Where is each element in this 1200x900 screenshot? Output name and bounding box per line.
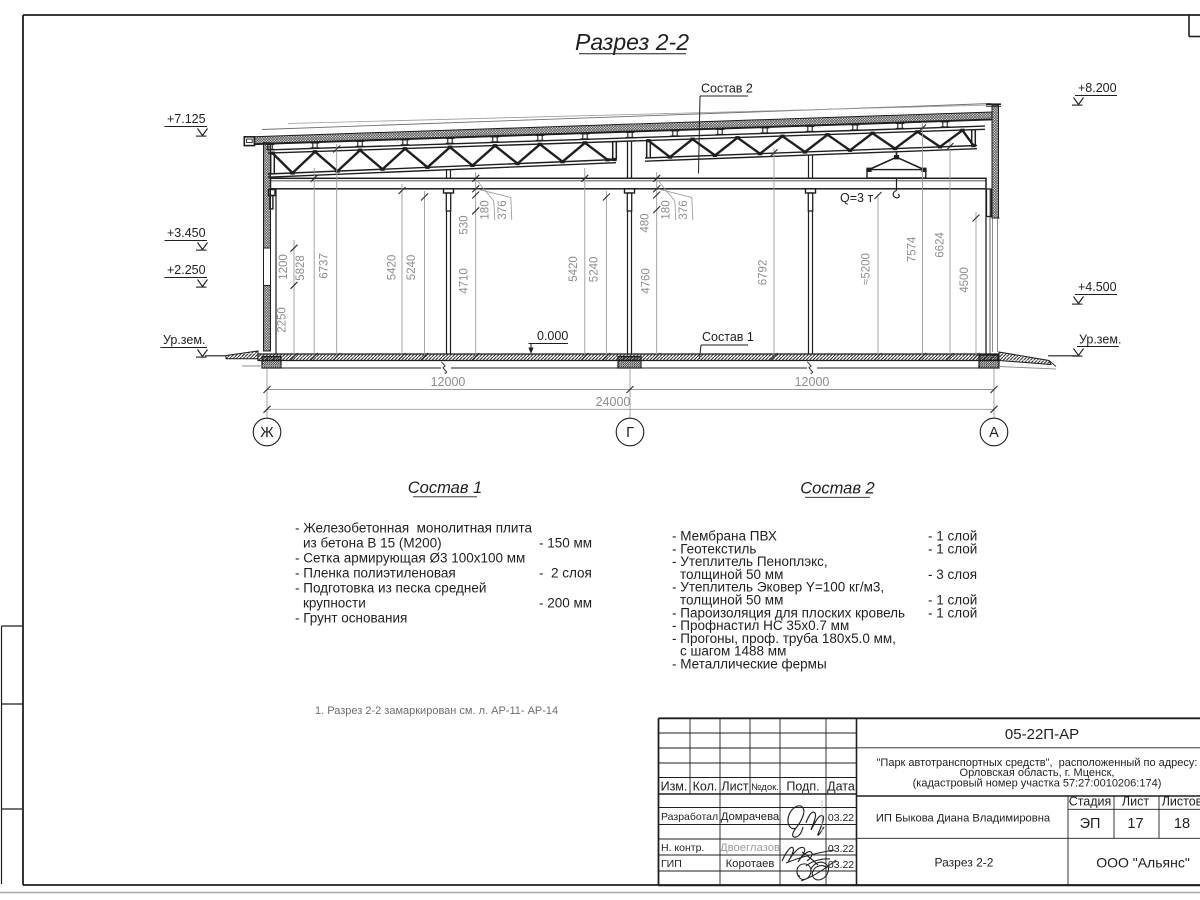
svg-text:- 3 слоя: - 3 слоя <box>928 567 977 582</box>
svg-text:5420: 5420 <box>568 256 580 282</box>
svg-text:- 150 мм: - 150 мм <box>539 536 592 551</box>
svg-text:376: 376 <box>678 200 690 219</box>
svg-text:крупности: крупности <box>303 596 366 611</box>
svg-text:толщиной 50 мм: толщиной 50 мм <box>680 567 783 582</box>
svg-text:- Утеплитель Пеноплэкс,: - Утеплитель Пеноплэкс, <box>672 554 828 569</box>
svg-text:ГИП: ГИП <box>661 858 682 870</box>
svg-text:Подп.: Подп. <box>786 780 819 794</box>
svg-text:530: 530 <box>459 215 471 234</box>
svg-text:24000: 24000 <box>596 395 631 409</box>
svg-text:- Прогоны, проф. труба 180х5.0: - Прогоны, проф. труба 180х5.0 мм, <box>672 631 896 646</box>
svg-text:- Железобетонная монолитная п: - Железобетонная монолитная плита <box>295 521 532 536</box>
svg-text:Дата: Дата <box>827 780 855 794</box>
svg-text:- 200 мм: - 200 мм <box>539 596 592 611</box>
svg-text:6624: 6624 <box>935 232 947 258</box>
svg-text:А: А <box>989 425 999 441</box>
svg-text:03.22: 03.22 <box>828 843 854 855</box>
svg-text:Орловская область, г. Мценск,: Орловская область, г. Мценск, <box>960 767 1115 779</box>
svg-text:из бетона В 15 (М200): из бетона В 15 (М200) <box>303 536 442 551</box>
svg-text:5828: 5828 <box>295 255 307 281</box>
svg-text:03.22: 03.22 <box>828 859 854 871</box>
svg-text:+2.250: +2.250 <box>167 263 206 277</box>
svg-text:ИП Быкова Диана Владимировна: ИП Быкова Диана Владимировна <box>876 813 1051 825</box>
svg-text:17: 17 <box>1127 816 1143 832</box>
svg-text:5420: 5420 <box>386 255 398 281</box>
svg-text:- Геотекстиль: - Геотекстиль <box>672 541 756 556</box>
svg-text:Состав 2: Состав 2 <box>800 480 874 498</box>
svg-text:Ж: Ж <box>260 425 274 441</box>
svg-text:4710: 4710 <box>459 268 471 294</box>
svg-text:(кадастровый номер участка 57:: (кадастровый номер участка 57:27:0010206… <box>913 778 1162 790</box>
svg-text:Ур.зем.: Ур.зем. <box>1079 333 1121 347</box>
svg-text:- Утеплитель Эковер Y=100 кг/м: - Утеплитель Эковер Y=100 кг/м3, <box>672 580 884 595</box>
svg-text:- Пленка полиэтиленовая: - Пленка полиэтиленовая <box>295 566 456 581</box>
svg-text:- 1 слой: - 1 слой <box>928 541 977 556</box>
svg-text:5240: 5240 <box>589 257 601 283</box>
svg-text:1200: 1200 <box>278 254 290 280</box>
svg-text:4500: 4500 <box>959 267 971 293</box>
svg-text:Разработал: Разработал <box>661 811 718 823</box>
svg-text:03.22: 03.22 <box>828 812 854 824</box>
svg-text:1. Разрез 2-2 замаркирован см.: 1. Разрез 2-2 замаркирован см. л. АР-11-… <box>315 705 558 717</box>
svg-text:376: 376 <box>497 200 509 219</box>
svg-text:18: 18 <box>1174 816 1190 832</box>
svg-text:Двоеглазов: Двоеглазов <box>720 842 780 854</box>
svg-text:- Грунт основания: - Грунт основания <box>295 611 407 626</box>
svg-text:Изм.: Изм. <box>661 780 688 794</box>
svg-text:480: 480 <box>640 213 652 232</box>
svg-text:Состав 1: Состав 1 <box>408 479 482 497</box>
svg-text:12000: 12000 <box>431 375 466 389</box>
svg-text:- Мембрана ПВХ: - Мембрана ПВХ <box>672 529 777 544</box>
svg-text:- 1 слой: - 1 слой <box>928 529 977 544</box>
svg-text:180: 180 <box>479 200 491 219</box>
svg-text:7574: 7574 <box>907 236 919 262</box>
svg-text:- 1 слой: - 1 слой <box>928 605 977 620</box>
svg-text:- Металлические фермы: - Металлические фермы <box>672 657 827 672</box>
svg-text:6737: 6737 <box>319 253 331 279</box>
svg-text:ЭП: ЭП <box>1080 816 1101 832</box>
svg-text:- 2 слоя: - 2 слоя <box>539 566 592 581</box>
svg-text:≈5200: ≈5200 <box>861 253 873 285</box>
svg-text:+3.450: +3.450 <box>167 226 206 240</box>
svg-text:толщиной 50 мм: толщиной 50 мм <box>680 593 783 608</box>
svg-text:4760: 4760 <box>641 268 653 294</box>
svg-text:5240: 5240 <box>406 255 418 281</box>
svg-text:Состав 1: Состав 1 <box>702 330 754 344</box>
svg-text:0.000: 0.000 <box>537 329 568 343</box>
svg-text:"Парк автотранспортных средств: "Парк автотранспортных средств", располо… <box>877 757 1198 769</box>
svg-text:Лист: Лист <box>1122 795 1149 809</box>
svg-text:Домрачева: Домрачева <box>721 811 780 823</box>
svg-text:Разрез 2-2: Разрез 2-2 <box>935 856 994 870</box>
svg-text:- 1 слой: - 1 слой <box>928 593 977 608</box>
svg-text:+8.200: +8.200 <box>1078 81 1117 95</box>
svg-text:Листов: Листов <box>1162 795 1200 809</box>
svg-text:Состав 2: Состав 2 <box>701 82 753 96</box>
svg-text:Кол.: Кол. <box>693 780 718 794</box>
svg-text:05-22П-АР: 05-22П-АР <box>1005 726 1079 743</box>
svg-text:Г: Г <box>626 425 634 441</box>
svg-text:Ур.зем.: Ур.зем. <box>163 333 205 347</box>
svg-text:№док.: №док. <box>751 782 779 793</box>
svg-text:2250: 2250 <box>277 307 289 333</box>
svg-text:Лист: Лист <box>721 780 748 794</box>
svg-text:Разрез 2-2: Разрез 2-2 <box>575 29 689 55</box>
svg-text:12000: 12000 <box>795 375 830 389</box>
svg-text:- Пароизоляция для плоских кро: - Пароизоляция для плоских кровель <box>672 605 905 620</box>
svg-text:- Подготовка из песка средней: - Подготовка из песка средней <box>295 581 486 596</box>
svg-text:Стадия: Стадия <box>1069 795 1112 809</box>
svg-text:ООО "Альянс": ООО "Альянс" <box>1096 855 1190 871</box>
svg-text:- Сетка армирующая Ø3 100х100: - Сетка армирующая Ø3 100х100 мм <box>295 551 525 566</box>
svg-text:+7.125: +7.125 <box>167 112 206 126</box>
svg-text:- Профнастил НС 35х0.7 мм: - Профнастил НС 35х0.7 мм <box>672 618 849 633</box>
svg-text:6792: 6792 <box>758 260 770 286</box>
svg-text:180: 180 <box>660 200 672 219</box>
svg-text:с шагом 1488 мм: с шагом 1488 мм <box>680 644 786 659</box>
svg-text:Q=3 т: Q=3 т <box>840 191 873 205</box>
svg-text:Коротаев: Коротаев <box>726 858 775 870</box>
svg-text:+4.500: +4.500 <box>1078 280 1117 294</box>
svg-text:Н. контр.: Н. контр. <box>661 842 704 854</box>
